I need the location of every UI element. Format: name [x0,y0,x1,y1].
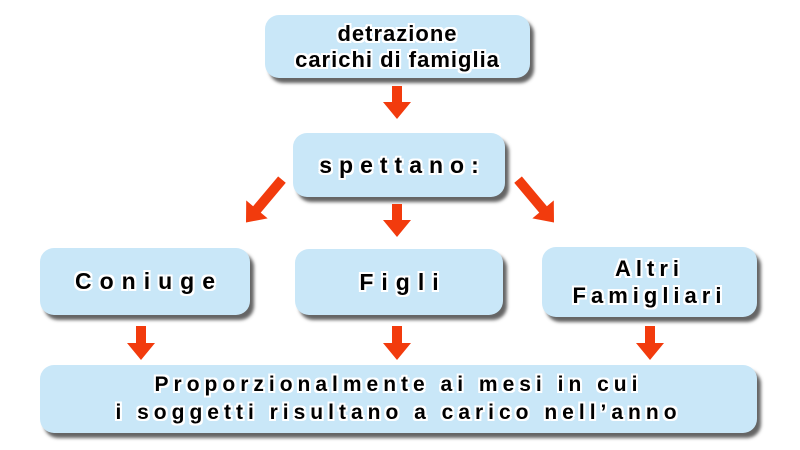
box-proporzionalmente: Proporzionalmente ai mesi in cui i sogge… [40,365,757,433]
down-arrow-icon [383,326,411,360]
down-arrow-icon [636,326,664,360]
down-arrow-icon [127,326,155,360]
box-figli: Figli [295,249,503,315]
down-arrow-icon [383,204,411,237]
down-arrow-icon [383,86,411,119]
box-detrazione-carichi: detrazione carichi di famiglia [265,15,530,78]
box-figli-label: Figli [359,268,447,295]
box-spettano: spettano: [293,133,505,197]
box-coniuge-label: Coniuge [75,268,223,294]
box-detrazione-line1: detrazione [337,20,458,46]
box-detrazione-line2: carichi di famiglia [295,46,500,72]
box-altri-line2: Famigliari [572,283,727,308]
box-altri-famigliari: Altri Famigliari [542,247,757,317]
box-result-line1: Proporzionalmente ai mesi in cui [154,373,643,396]
down-right-arrow-icon [514,176,554,223]
down-left-arrow-icon [246,176,286,223]
box-coniuge: Coniuge [40,248,250,315]
box-altri-line1: Altri [615,256,684,281]
box-result-line2: i soggetti risultano a carico nell’anno [115,401,682,424]
box-spettano-label: spettano: [319,151,486,178]
